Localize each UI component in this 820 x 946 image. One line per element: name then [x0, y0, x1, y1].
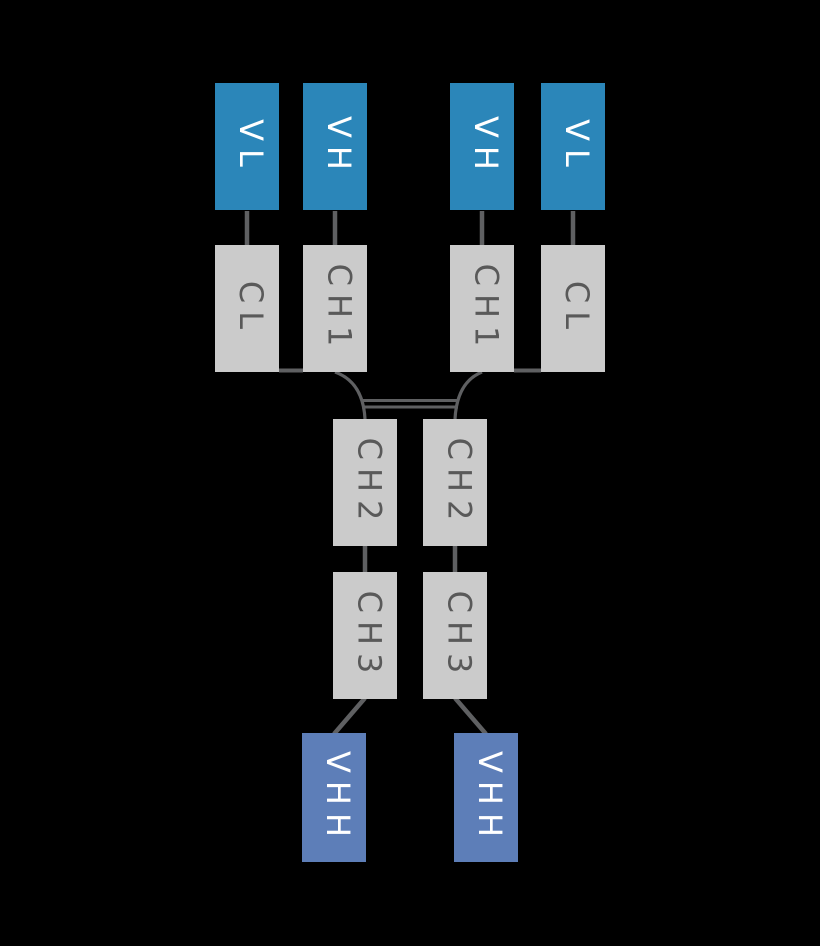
domain-box-ch1-right: CH1 — [450, 245, 514, 372]
domain-label-vl-left: VL — [232, 118, 270, 175]
domain-label-vl-right: VL — [558, 118, 596, 175]
connector-ch3-vhh-left — [332, 696, 367, 736]
domain-label-vhh-right: VHH — [471, 750, 510, 845]
domain-box-ch3-right: CH3 — [423, 572, 487, 699]
domain-box-ch2-left: CH2 — [333, 419, 397, 546]
domain-label-ch1-right: CH1 — [467, 263, 506, 354]
domain-label-cl-right: CL — [557, 280, 596, 337]
domain-label-cl-left: CL — [231, 280, 270, 337]
domain-box-ch3-left: CH3 — [333, 572, 397, 699]
hinge-curve-right — [453, 370, 483, 420]
domain-box-vhh-right: VHH — [454, 733, 518, 862]
domain-box-cl-left: CL — [215, 245, 279, 372]
domain-label-vh-right: VH — [466, 115, 505, 178]
domain-label-vh-left: VH — [319, 115, 358, 178]
hinge-curve-left — [334, 370, 367, 420]
domain-box-vhh-left: VHH — [302, 733, 366, 862]
domain-label-vhh-left: VHH — [319, 750, 358, 845]
domain-box-vh-left: VH — [303, 83, 367, 210]
domain-box-vh-right: VH — [450, 83, 514, 210]
domain-label-ch2-left: CH2 — [350, 437, 389, 528]
domain-label-ch3-left: CH3 — [350, 590, 389, 681]
domain-label-ch3-right: CH3 — [440, 590, 479, 681]
domain-box-cl-right: CL — [541, 245, 605, 372]
domain-box-ch1-left: CH1 — [303, 245, 367, 372]
domain-label-ch2-right: CH2 — [440, 437, 479, 528]
domain-box-vl-right: VL — [541, 83, 605, 210]
domain-label-ch1-left: CH1 — [320, 263, 359, 354]
connector-ch3-vhh-right — [453, 696, 488, 736]
domain-box-ch2-right: CH2 — [423, 419, 487, 546]
domain-box-vl-left: VL — [215, 83, 279, 210]
